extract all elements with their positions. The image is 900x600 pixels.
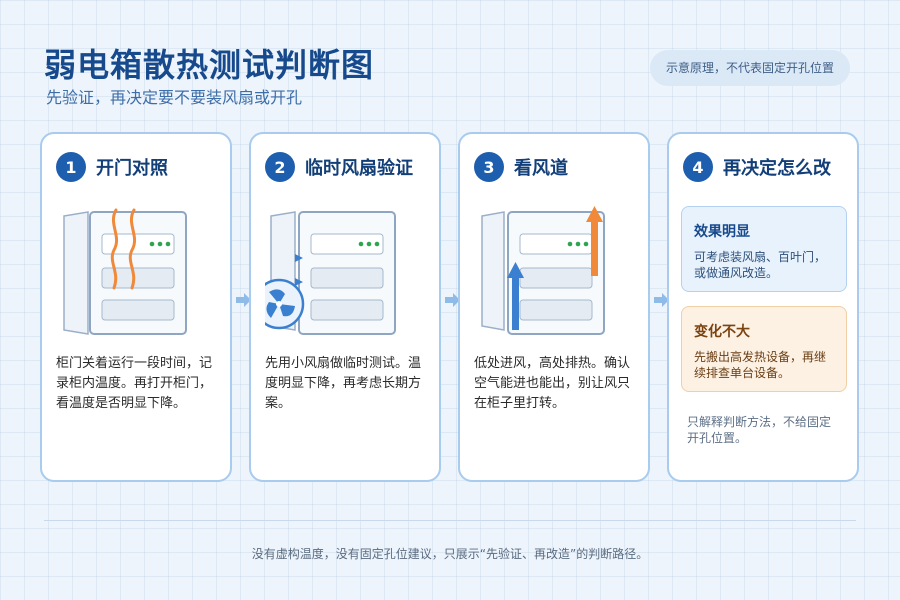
step-title: 看风道: [514, 158, 568, 179]
cabinet-door: [63, 211, 89, 335]
footer-divider: [44, 520, 856, 521]
temporary-fan-illustration: [265, 211, 396, 335]
principle-note-badge: 示意原理，不代表固定开孔位置: [650, 50, 850, 86]
step-header: 3 看风道: [474, 152, 568, 182]
step-description: 柜门关着运行一段时间，记录柜内温度。再打开柜门，看温度是否明显下降。: [56, 356, 213, 411]
device-slot: [310, 267, 384, 289]
outcome-title: 效果明显: [694, 224, 750, 240]
heat-wave-icon: [128, 208, 137, 290]
outcome-effective-box: 效果明显 可考虑装风扇、百叶门，或做通风改造。: [681, 206, 847, 292]
step-header: 1 开门对照: [56, 152, 168, 182]
flow-arrow-icon: [236, 293, 251, 307]
device-slot: [519, 233, 593, 255]
status-led: [575, 241, 581, 247]
step-card-4: 4 再决定怎么改 效果明显 可考虑装风扇、百叶门，或做通风改造。 变化不大 先搬…: [667, 132, 859, 482]
step-description: 低处进风，高处排热。确认空气能进也能出，别让风只在柜子里打转。: [474, 356, 631, 411]
status-led: [374, 241, 380, 247]
outcome-text: 先搬出高发热设备，再继续排查单台设备。: [694, 350, 827, 380]
step-card-3: 3 看风道 低处进风，高处排热。确认空气能进也能出，别让风只在柜子里打转。: [458, 132, 650, 482]
airflow-path-illustration: [481, 206, 605, 335]
device-slot: [101, 267, 175, 289]
status-led: [358, 241, 364, 247]
outcome-text: 可考虑装风扇、百叶门，或做通风改造。: [694, 250, 827, 280]
device-slot: [310, 299, 384, 321]
page-subtitle: 先验证，再决定要不要装风扇或开孔: [46, 88, 303, 107]
device-slot: [310, 233, 384, 255]
device-slot: [519, 267, 593, 289]
outcome-no-change-box: 变化不大 先搬出高发热设备，再继续排查单台设备。: [681, 306, 847, 392]
flow-arrow-icon: [445, 293, 460, 307]
step-number: 2: [265, 152, 295, 182]
status-led: [567, 241, 573, 247]
cabinet-door-open-illustration: [63, 208, 187, 335]
step-description: 先用小风扇做临时测试。温度明显下降，再考虑长期方案。: [265, 356, 422, 411]
status-led: [165, 241, 171, 247]
step-card-1: 1 开门对照 柜门关着运行一段时间，记录柜内温度。再打开柜门，看温度是否明显下降…: [40, 132, 232, 482]
page-title: 弱电箱散热测试判断图: [44, 46, 375, 84]
cabinet-door: [481, 211, 505, 331]
footer-note: 没有虚构温度，没有固定孔位建议，只展示“先验证、再改造”的判断路径。: [251, 547, 649, 561]
flow-arrow-icon: [654, 293, 669, 307]
status-led: [366, 241, 372, 247]
step-title: 开门对照: [96, 158, 168, 179]
step-header: 4 再决定怎么改: [683, 152, 831, 182]
airflow-arrow-icon: [295, 254, 303, 262]
outcome-title: 变化不大: [694, 324, 750, 340]
step-title: 临时风扇验证: [305, 158, 413, 179]
step-header: 2 临时风扇验证: [265, 152, 413, 182]
cool-air-inlet-arrow-icon: [507, 262, 524, 330]
status-led: [583, 241, 589, 247]
hot-air-exhaust-arrow-icon: [586, 206, 603, 276]
step-number: 3: [474, 152, 504, 182]
step-card-2: 2 临时风扇验证 先用小风扇做临时测试。温度明显下降，再考虑长期方案。: [249, 132, 441, 482]
status-led: [157, 241, 163, 247]
method-note: 只解释判断方法，不给固定开孔位置。: [687, 415, 832, 445]
fan-icon: [265, 278, 305, 330]
heat-wave-icon: [110, 208, 119, 290]
status-led: [149, 241, 155, 247]
airflow-arrow-icon: [295, 278, 303, 286]
device-slot: [101, 299, 175, 321]
device-slot: [101, 233, 175, 255]
device-slot: [519, 299, 593, 321]
step-number: 1: [56, 152, 86, 182]
step-title: 再决定怎么改: [723, 158, 831, 179]
step-number: 4: [683, 152, 713, 182]
